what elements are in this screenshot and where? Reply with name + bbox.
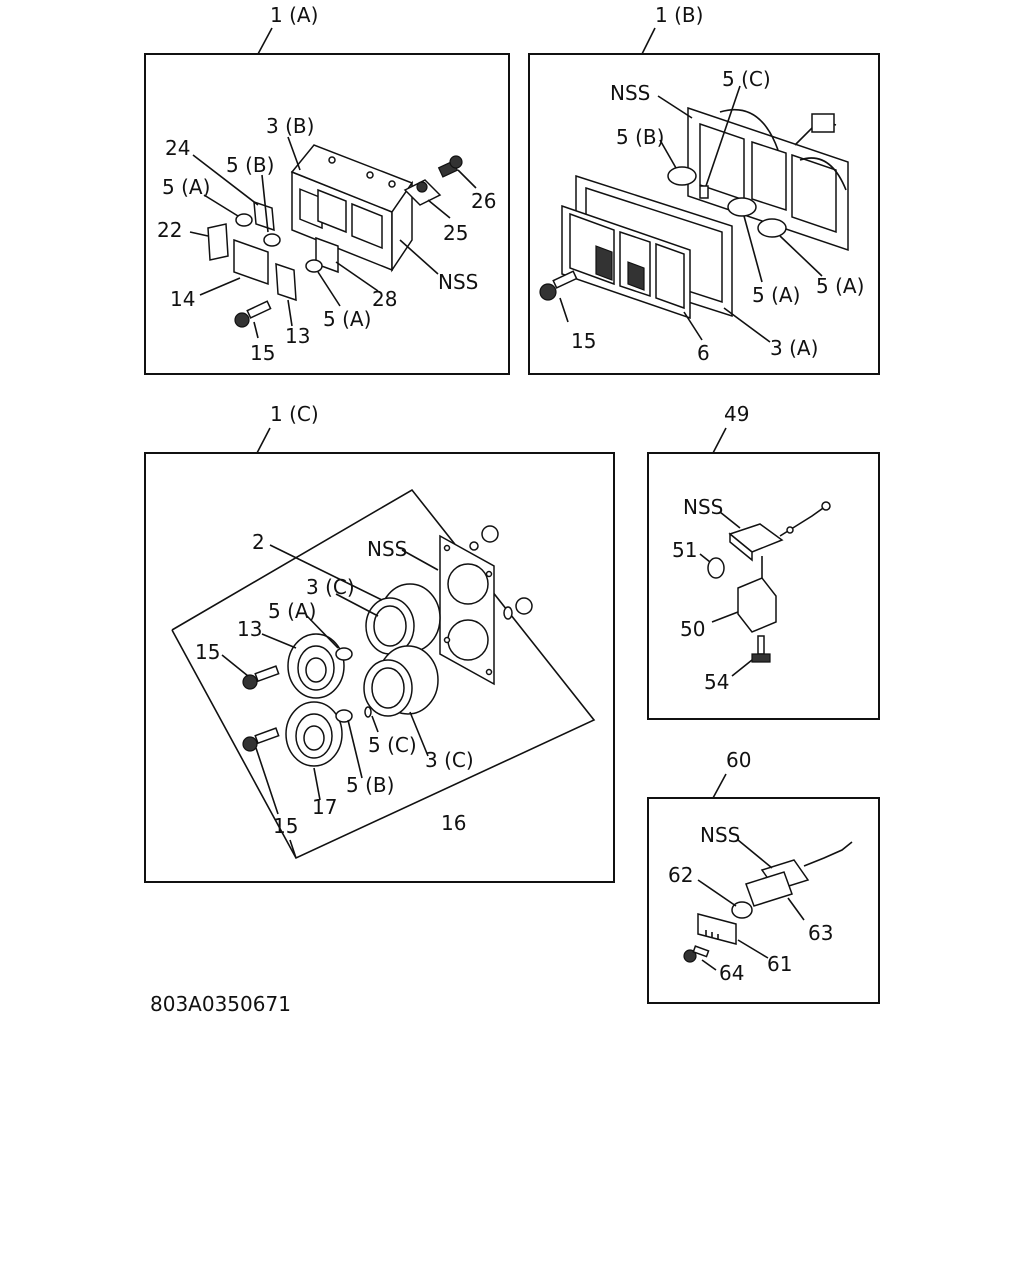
film-24 (253, 200, 275, 232)
bulb-62 (731, 901, 753, 919)
screw-15a (234, 300, 272, 328)
panel-1a-title: 1 (A) (270, 3, 318, 27)
gasket-63 (745, 871, 793, 907)
callout-15-c1: 15 (195, 640, 220, 664)
callout-nss-a: NSS (438, 270, 478, 294)
panel-1b-title: 1 (B) (655, 3, 703, 27)
bulb-5b (263, 233, 281, 247)
bolt-54 (751, 635, 771, 663)
callout-28: 28 (372, 287, 397, 311)
gasket-3c-upper (365, 583, 441, 655)
callout-61: 61 (767, 952, 792, 976)
panel-60-frame (647, 797, 880, 1004)
callout-16: 16 (441, 811, 466, 835)
callout-50: 50 (680, 617, 705, 641)
bulb-5a-2 (305, 259, 323, 273)
callout-5a-1: 5 (A) (162, 175, 210, 199)
rear-housing-nss (687, 106, 849, 252)
callout-nss-b: NSS (610, 81, 650, 105)
nut-side (515, 597, 533, 615)
plate-13 (275, 262, 297, 302)
callout-5b-c: 5 (B) (346, 773, 394, 797)
screw-26 (437, 155, 463, 178)
bracket-25 (403, 179, 442, 206)
callout-14: 14 (170, 287, 195, 311)
panel-1a-frame (144, 53, 510, 375)
lens-17 (285, 701, 343, 767)
panel-1c: 1 (C) (144, 402, 615, 883)
diagram-code: 803A0350671 (150, 992, 291, 1016)
bracket-50 (737, 556, 777, 633)
housing-3b (290, 144, 414, 273)
callout-63: 63 (808, 921, 833, 945)
panel-1c-frame (144, 452, 615, 883)
callout-6: 6 (697, 341, 710, 365)
callout-5c-c: 5 (C) (368, 733, 417, 757)
plate-22 (207, 223, 229, 261)
callout-nss-d: NSS (683, 495, 723, 519)
callout-62: 62 (668, 863, 693, 887)
switch-panel-6 (561, 204, 691, 320)
panel-49: 49 NSS 51 50 54 (647, 402, 880, 720)
screw-15c-lower (242, 727, 280, 752)
callout-13: 13 (285, 324, 310, 348)
washer-side (503, 606, 513, 620)
callout-24: 24 (165, 136, 190, 160)
bulb-5a-c (335, 647, 353, 661)
callout-2: 2 (252, 530, 265, 554)
callout-64: 64 (719, 961, 744, 985)
callout-51: 51 (672, 538, 697, 562)
nut-top (481, 525, 499, 543)
callout-3c-2: 3 (C) (425, 748, 474, 772)
panel-1a: 1 (A) (144, 3, 510, 375)
screw-15b (539, 270, 578, 301)
gasket-3c-lower (363, 645, 439, 717)
lens-14 (233, 238, 269, 286)
bulb-5c-b (699, 185, 709, 199)
socket-nss-d (728, 501, 831, 562)
callout-13-c: 13 (237, 617, 262, 641)
screw-15c-upper (242, 665, 280, 690)
washer-top (469, 541, 479, 551)
bulb-5c-c (364, 706, 372, 718)
panel-1c-title: 1 (C) (270, 402, 319, 426)
callout-5b-b: 5 (B) (616, 125, 664, 149)
bulb-5a-b2 (757, 218, 787, 238)
callout-5b: 5 (B) (226, 153, 274, 177)
lens-61 (697, 913, 737, 945)
callout-3b: 3 (B) (266, 114, 314, 138)
callout-15: 15 (250, 341, 275, 365)
mount-plate-nss (439, 534, 495, 686)
bulb-5a-b1 (727, 197, 757, 217)
bulb-5b-c (335, 709, 353, 723)
callout-3a: 3 (A) (770, 336, 818, 360)
callout-3c-1: 3 (C) (306, 575, 355, 599)
callout-25: 25 (443, 221, 468, 245)
callout-5a-c: 5 (A) (268, 599, 316, 623)
callout-17: 17 (312, 795, 337, 819)
callout-26: 26 (471, 189, 496, 213)
lens-13 (287, 633, 345, 699)
bulb-5b-b (667, 166, 697, 186)
bulb-5a-1 (235, 213, 253, 227)
callout-5a-b2: 5 (A) (816, 274, 864, 298)
callout-5a-b1: 5 (A) (752, 283, 800, 307)
callout-5a-2: 5 (A) (323, 307, 371, 331)
panel-1b: 1 (B) (528, 3, 880, 375)
callout-nss-c: NSS (367, 537, 407, 561)
callout-5c-b: 5 (C) (722, 67, 771, 91)
panel-49-frame (647, 452, 880, 720)
callout-15-b: 15 (571, 329, 596, 353)
screw-64 (683, 945, 710, 963)
panel-60: 60 NSS 62 63 61 64 (647, 748, 880, 1004)
callout-15-c2: 15 (273, 814, 298, 838)
callout-22: 22 (157, 218, 182, 242)
bulb-51 (707, 557, 725, 579)
callout-nss-e: NSS (700, 823, 740, 847)
panel-1b-frame (528, 53, 880, 375)
panel-49-title: 49 (724, 402, 749, 426)
panel-60-title: 60 (726, 748, 751, 772)
callout-54: 54 (704, 670, 729, 694)
